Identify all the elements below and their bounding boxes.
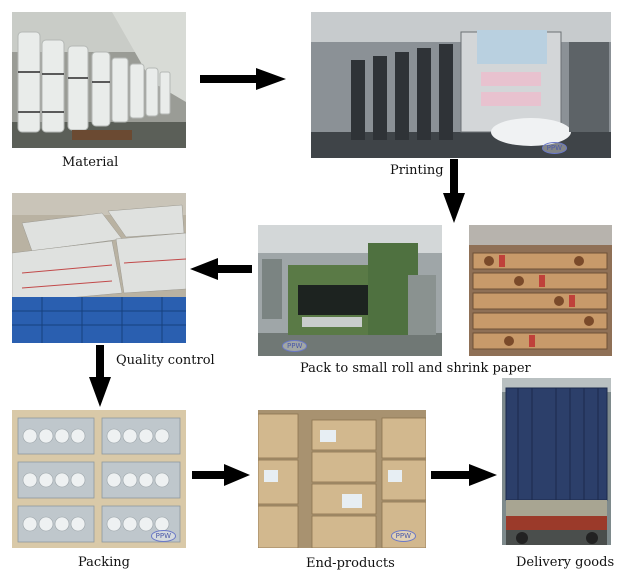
arrow-right-icon — [200, 68, 286, 90]
printing-photo: PPW — [311, 12, 611, 158]
arrow-left-icon — [190, 258, 252, 280]
arrow-right-icon — [431, 464, 497, 486]
pack-machine-photo: PPW — [258, 225, 442, 356]
arrow-right-icon — [192, 464, 250, 486]
packing-photo: PPW — [12, 410, 186, 548]
watermark-logo: PPW — [390, 530, 416, 542]
packing-caption: Packing — [78, 555, 130, 570]
arrow-down-icon — [89, 345, 111, 407]
end-products-photo: PPW — [258, 410, 426, 548]
quality-control-caption: Quality control — [116, 353, 215, 368]
delivery-photo — [502, 378, 611, 545]
watermark-logo: PPW — [541, 142, 567, 154]
quality-control-photo — [12, 193, 186, 343]
printing-caption: Printing — [390, 163, 444, 178]
watermark-logo: PPW — [282, 340, 308, 352]
pack-caption: Pack to small roll and shrink paper — [300, 361, 531, 376]
watermark-logo: PPW — [150, 530, 176, 542]
delivery-caption: Delivery goods — [516, 555, 615, 570]
pack-boxes-photo — [469, 225, 612, 356]
material-caption: Material — [62, 155, 119, 170]
arrow-down-icon — [443, 159, 465, 223]
material-photo — [12, 12, 186, 148]
end-products-caption: End-products — [306, 556, 395, 571]
